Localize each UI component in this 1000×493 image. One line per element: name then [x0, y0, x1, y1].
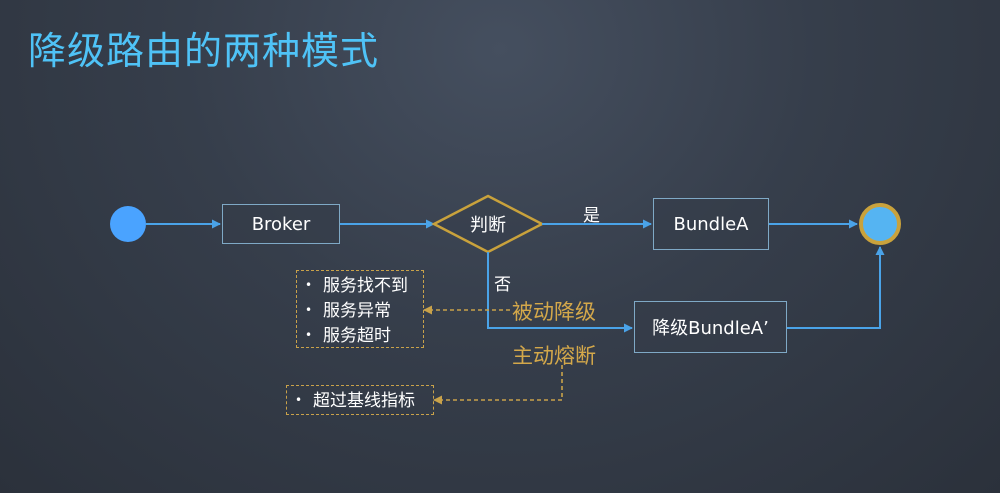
- reason-item: 服务找不到: [305, 273, 415, 298]
- reason-item: 服务超时: [305, 323, 415, 348]
- passive-reasons-list: 服务找不到 服务异常 服务超时: [305, 273, 415, 348]
- passive-reasons-box: 服务找不到 服务异常 服务超时: [296, 270, 424, 348]
- fallback-bundle-node: 降级BundleA’: [634, 301, 787, 353]
- reason-item: 服务异常: [305, 298, 415, 323]
- arrow-decision-to-fallback: [487, 252, 633, 333]
- bundle-a-node: BundleA: [653, 198, 769, 250]
- active-circuit-break-label: 主动熔断: [512, 344, 596, 368]
- yes-label: 是: [583, 206, 600, 226]
- no-label: 否: [494, 275, 511, 295]
- active-reasons-list: 超过基线指标: [295, 388, 425, 413]
- broker-node: Broker: [222, 204, 340, 244]
- start-node: [110, 206, 146, 242]
- end-node: [859, 203, 901, 245]
- active-reasons-box: 超过基线指标: [286, 385, 434, 415]
- page-title: 降级路由的两种模式: [28, 29, 380, 73]
- decision-label: 判断: [470, 215, 506, 236]
- reason-item: 超过基线指标: [295, 388, 425, 413]
- arrow-fallback-to-end: [787, 246, 885, 329]
- dashed-arrow-active-reasons: [433, 365, 563, 405]
- passive-degrade-label: 被动降级: [512, 300, 596, 324]
